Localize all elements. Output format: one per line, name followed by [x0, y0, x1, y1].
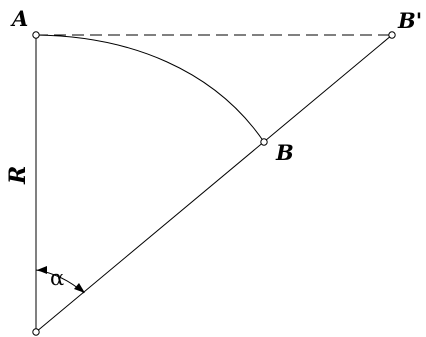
label-b: B [275, 140, 294, 165]
arc-a-b [35, 34, 265, 143]
label-b-prime: B' [397, 8, 422, 33]
angle-arrowhead-left [37, 266, 47, 274]
angle-arrowhead-right [74, 283, 85, 293]
point-bprime-marker [388, 31, 396, 39]
label-a: A [10, 6, 28, 31]
point-b-marker [260, 138, 268, 146]
point-origin-marker [32, 328, 40, 336]
label-r: R [5, 166, 31, 185]
label-alpha: α [50, 266, 64, 290]
point-a-marker [32, 31, 40, 39]
diagonal-line [35, 34, 393, 333]
